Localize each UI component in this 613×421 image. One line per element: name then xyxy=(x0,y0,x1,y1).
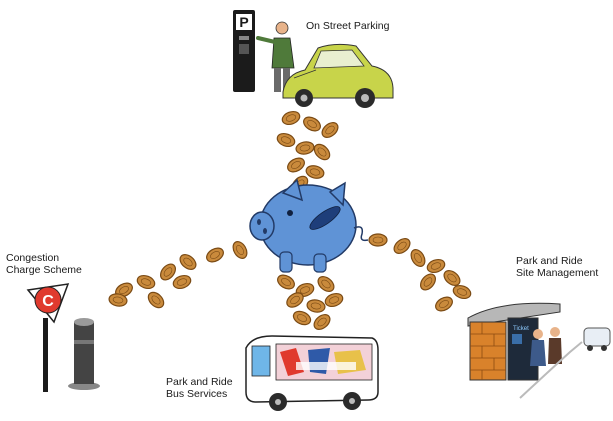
coin-21 xyxy=(135,273,156,290)
label-bus-services: Park and Ride Bus Services xyxy=(166,376,233,400)
label-line: Site Management xyxy=(516,267,598,279)
coin-29 xyxy=(425,257,446,274)
coin-15 xyxy=(291,309,312,327)
label-line: Charge Scheme xyxy=(6,264,82,276)
label-line: Congestion xyxy=(6,252,82,264)
label-line: Park and Ride xyxy=(166,376,233,388)
coin-26 xyxy=(369,234,387,246)
label-line: Park and Ride xyxy=(516,255,598,267)
label-line: On Street Parking xyxy=(306,20,389,32)
piggy-bank-icon xyxy=(250,180,368,272)
coin-0 xyxy=(280,109,301,126)
coin-17 xyxy=(230,239,249,261)
coin-33 xyxy=(433,294,455,313)
coin-25 xyxy=(171,273,192,290)
coin-2 xyxy=(319,120,341,141)
coin-1 xyxy=(301,114,323,133)
coin-14 xyxy=(323,291,344,308)
car-icon xyxy=(283,44,393,108)
bollard-icon xyxy=(68,318,100,390)
coin-9 xyxy=(275,272,297,291)
label-on-street-parking: On Street Parking xyxy=(306,20,389,32)
congestion-sign-letter: C xyxy=(42,293,54,310)
label-congestion-charge: Congestion Charge Scheme xyxy=(6,252,82,276)
coin-18 xyxy=(204,245,226,264)
ticket-label: Ticket xyxy=(513,326,529,332)
coin-5 xyxy=(311,141,332,162)
coin-23 xyxy=(145,289,166,310)
coin-6 xyxy=(285,155,307,174)
meter-sign-letter: P xyxy=(239,14,248,30)
coin-27 xyxy=(391,236,413,257)
coin-3 xyxy=(275,131,296,148)
coin-19 xyxy=(177,252,199,273)
coin-11 xyxy=(315,274,337,295)
coin-4 xyxy=(295,141,315,156)
ticket-booth-icon: Ticket xyxy=(468,303,610,398)
coin-31 xyxy=(418,271,439,293)
label-site-management: Park and Ride Site Management xyxy=(516,255,598,279)
label-line: Bus Services xyxy=(166,388,233,400)
coin-16 xyxy=(311,312,333,333)
parking-meter-icon: P xyxy=(233,10,255,92)
coin-13 xyxy=(306,299,326,314)
bus-icon xyxy=(246,336,378,411)
coin-28 xyxy=(408,247,427,269)
coin-7 xyxy=(305,164,325,180)
congestion-sign-icon: C xyxy=(28,284,68,392)
